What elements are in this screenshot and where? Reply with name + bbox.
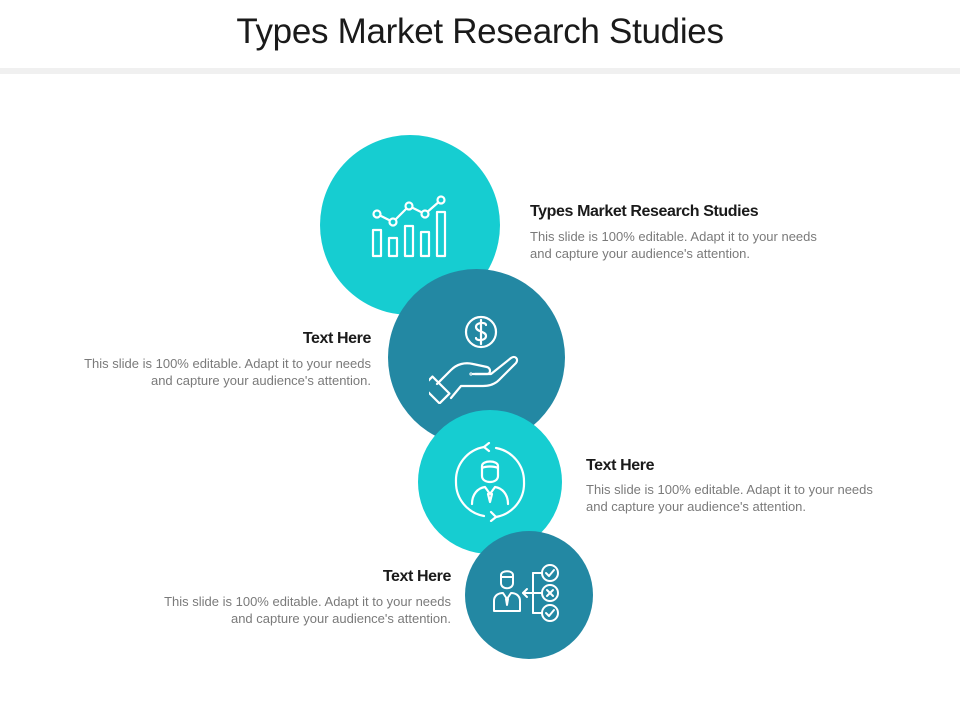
person-decision-icon [493,564,559,622]
item-1-description: This slide is 100% editable. Adapt it to… [530,229,817,261]
circle-item-3 [418,410,562,554]
page-title: Types Market Research Studies [236,12,724,51]
circle-item-1 [320,135,500,315]
item-2-description: This slide is 100% editable. Adapt it to… [84,356,371,388]
hand-dollar-icon [428,315,518,404]
title-divider [0,68,960,74]
item-3-heading: Text Here [586,457,655,474]
item-4-heading: Text Here [382,568,452,585]
user-cycle-icon [454,442,526,522]
growth-chart-icon [371,195,447,258]
item-3-description: This slide is 100% editable. Adapt it to… [586,482,873,514]
circle-item-4 [465,531,593,659]
item-1-heading: Types Market Research Studies [530,203,759,220]
item-2-heading: Text Here [302,330,372,347]
item-4-description: This slide is 100% editable. Adapt it to… [164,594,451,626]
